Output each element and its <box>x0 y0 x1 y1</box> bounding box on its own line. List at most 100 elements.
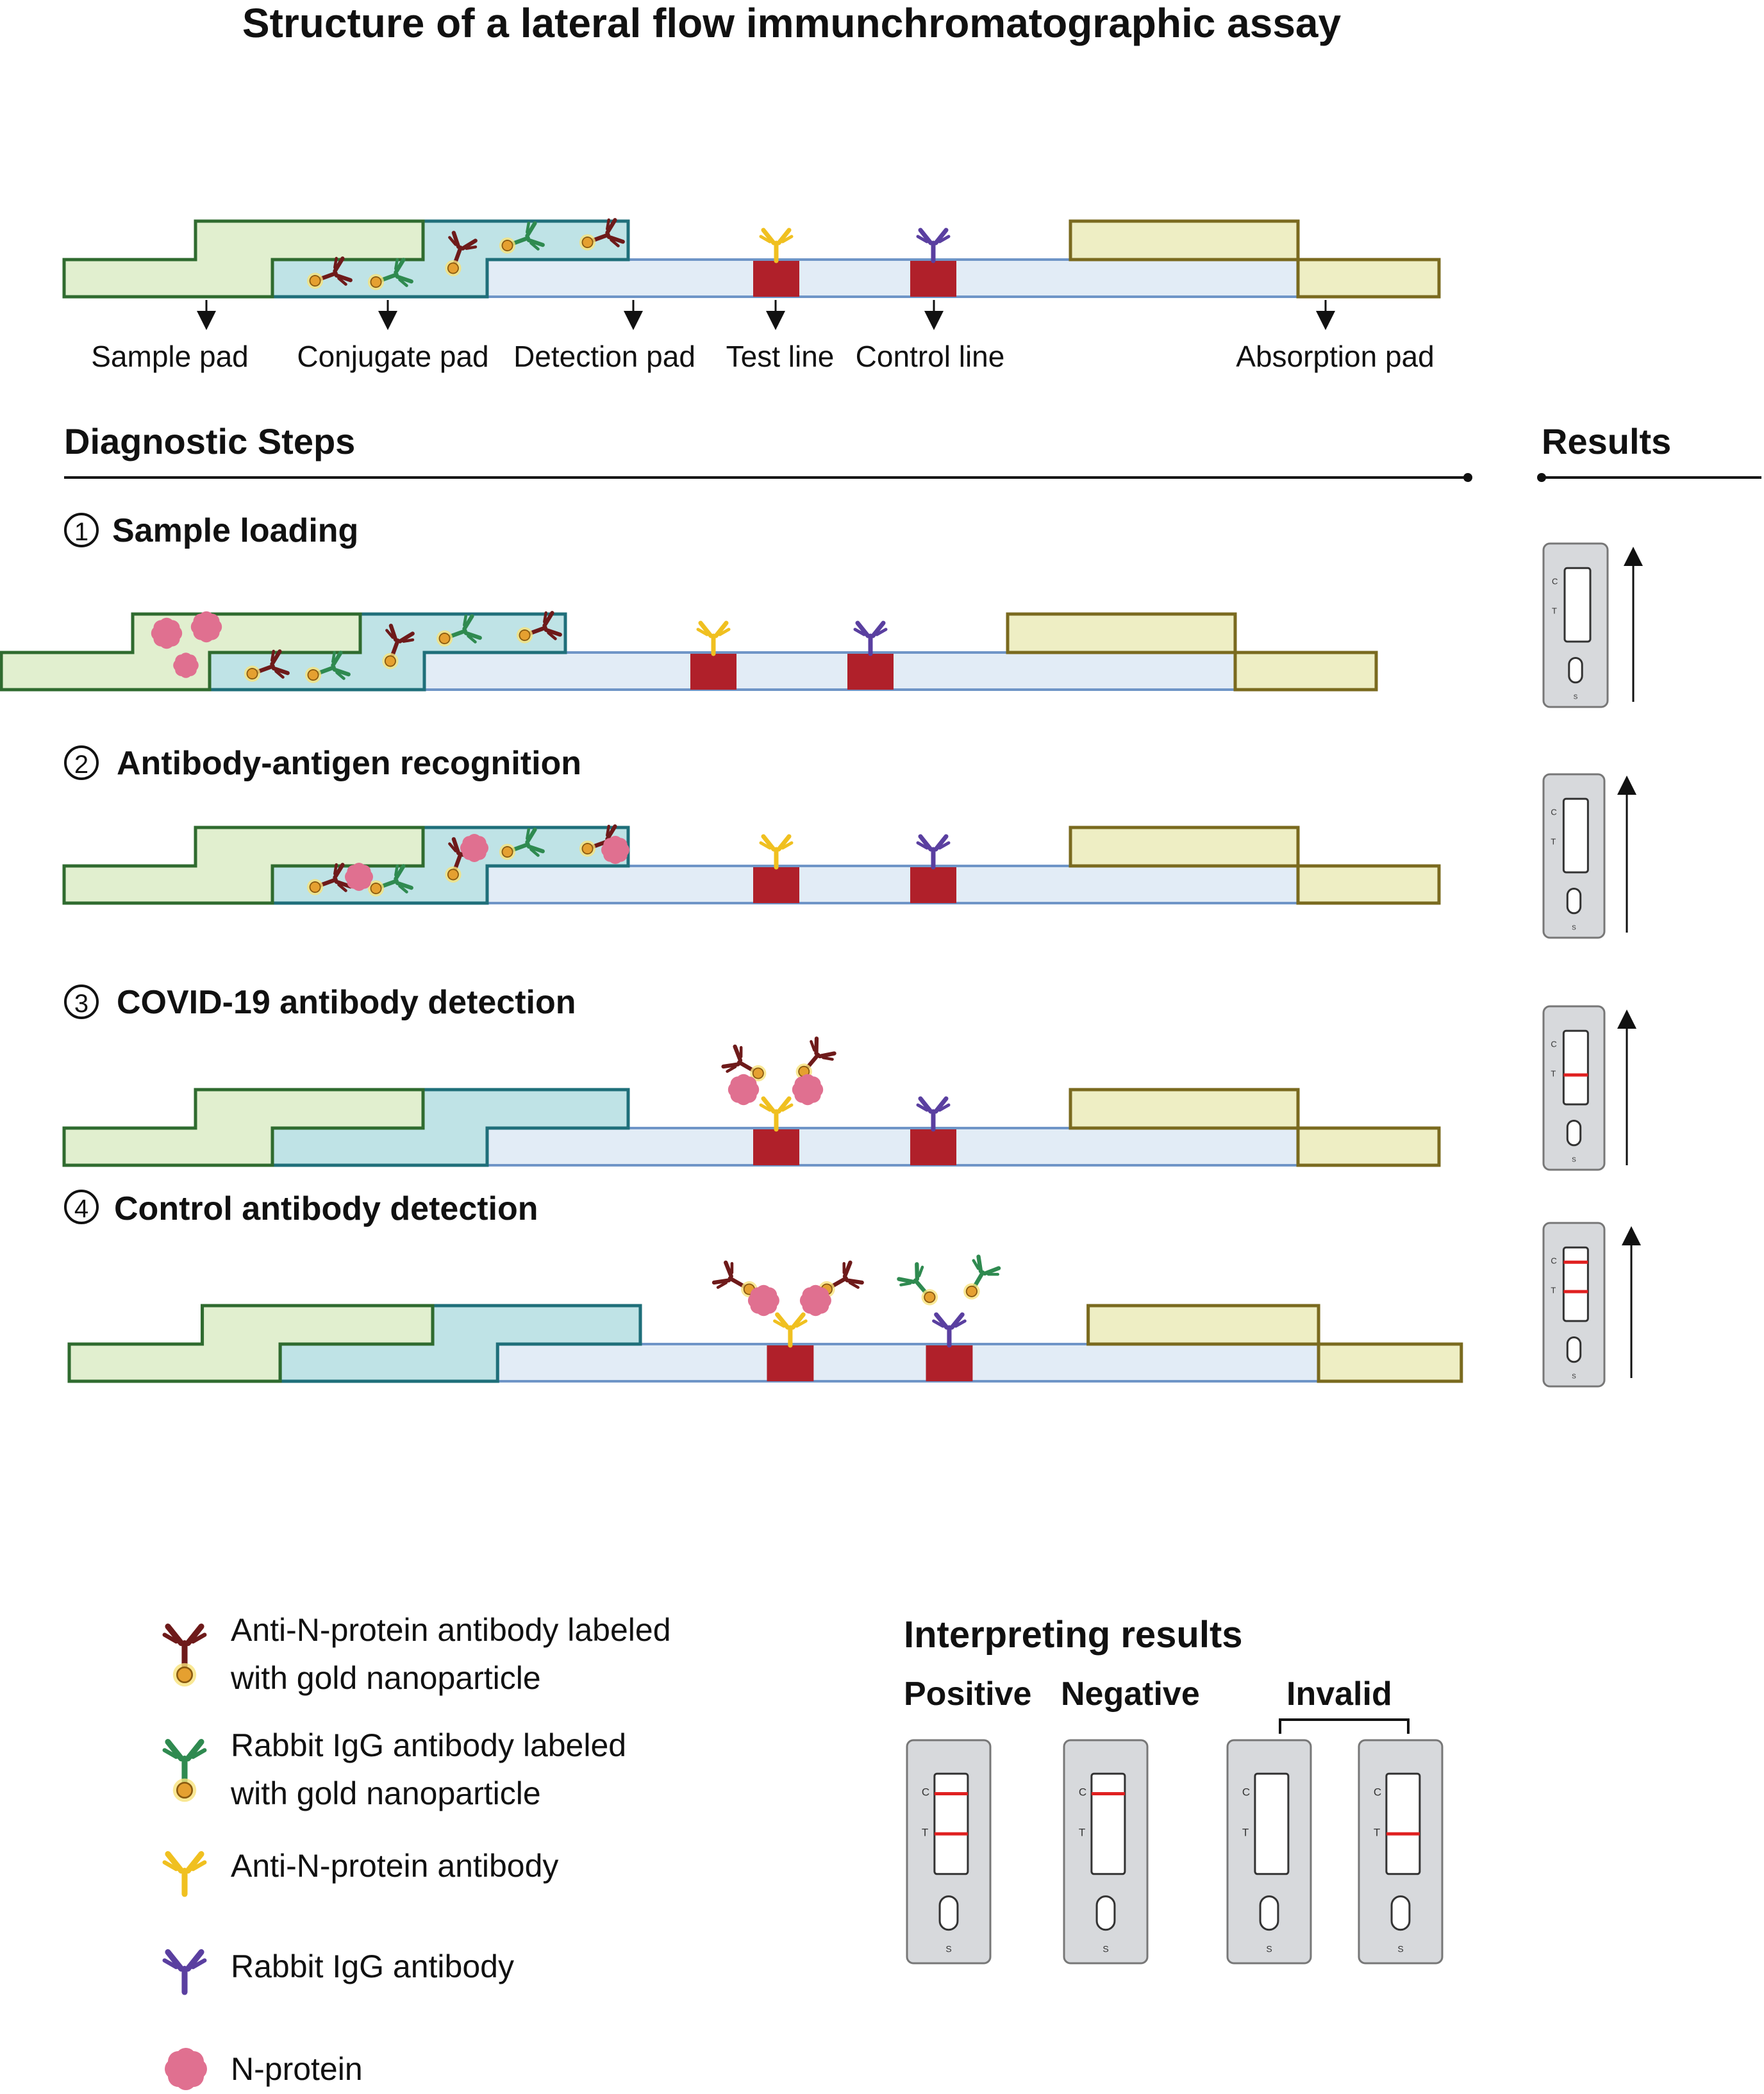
s-mark: S <box>1572 1156 1576 1163</box>
test-line-block <box>690 654 736 690</box>
gold-nanoparticle <box>924 1291 936 1303</box>
gold-labeled-anti-n-antibody-icon <box>162 1624 207 1687</box>
step-label: Control antibody detection <box>114 1190 538 1227</box>
gold-nanoparticle <box>370 883 382 895</box>
n-protein <box>151 617 183 649</box>
n-protein <box>190 611 222 643</box>
s-mark: S <box>1102 1944 1108 1954</box>
gold-nanoparticle <box>501 846 513 858</box>
anti-n-antibody-icon <box>162 1851 207 1897</box>
sample-well <box>1390 1895 1411 1931</box>
anti-n-gold-conjugate <box>445 231 478 277</box>
gold-nanoparticle <box>581 843 594 855</box>
result-cassette-step-4: CTS <box>1542 1222 1606 1388</box>
c-mark: C <box>1551 1256 1556 1265</box>
result-window <box>1562 1246 1589 1322</box>
detection-pad <box>486 1127 1299 1167</box>
anti-n-gold-conjugate <box>516 611 562 644</box>
n-protein <box>345 863 373 891</box>
s-mark: S <box>1572 924 1576 931</box>
t-mark: T <box>1551 1068 1556 1078</box>
diagnostic-steps-heading: Diagnostic Steps <box>64 421 355 461</box>
antibody-body <box>972 1254 1001 1289</box>
c-mark: C <box>1079 1786 1086 1799</box>
anti-n-capture-antibody <box>759 228 794 263</box>
antibody-body <box>448 231 478 265</box>
absorption-pad <box>1069 219 1441 299</box>
rabbit-igg-gold-conjugate <box>436 614 482 647</box>
legend-item-3-label: Anti-N-protein antibody <box>231 1848 558 1884</box>
rabbit-igg-capture-antibody <box>916 228 951 263</box>
step-number: 3 <box>74 990 88 1018</box>
gold-nanoparticle <box>581 237 594 249</box>
t-mark: T <box>922 1826 928 1838</box>
strip-labels: Sample pad Conjugate pad Detection pad T… <box>91 340 1434 373</box>
n-protein <box>728 1074 760 1106</box>
n-protein <box>792 1074 824 1106</box>
sample-well <box>1566 1336 1582 1363</box>
step-number: 1 <box>74 518 88 546</box>
absorption-pad <box>1069 1088 1441 1167</box>
result-cassette-step-1: CTS <box>1542 542 1609 708</box>
result-cassette-step-3: CTS <box>1542 1005 1606 1171</box>
gold-nanoparticle <box>438 633 451 645</box>
results-heading: Results <box>1542 421 1671 461</box>
legend-item-2-line2: with gold nanoparticle <box>230 1775 541 1811</box>
rabbit-igg-capture-antibody <box>853 620 888 656</box>
gold-nanoparticle <box>309 275 321 287</box>
control-line-block <box>847 654 894 690</box>
assay-strips <box>0 218 1463 1383</box>
antibody-body <box>162 1624 207 1670</box>
rabbit-igg-gold-conjugate <box>963 1254 1001 1300</box>
interpreting-results-heading: Interpreting results <box>904 1614 1243 1656</box>
gold-nanoparticle <box>519 629 531 642</box>
anti-n-gold-conjugate <box>795 1036 836 1080</box>
gold-nanoparticle <box>501 240 513 252</box>
legend: Anti-N-protein antibody labeled with gol… <box>230 1612 671 2087</box>
step-label: COVID-19 antibody detection <box>117 984 576 1021</box>
rabbit-igg-gold-conjugate <box>897 1262 938 1306</box>
gold-nanoparticle <box>246 668 258 680</box>
cassette-invalid-1: CTS <box>1226 1739 1312 1965</box>
step-number-badge <box>64 985 99 1019</box>
step-label: Antibody-antigen recognition <box>117 745 581 782</box>
result-window <box>1385 1772 1421 1875</box>
gold-labeled-rabbit-igg-icon <box>162 1739 207 1802</box>
anti-n-capture-antibody <box>759 1096 794 1132</box>
t-mark: T <box>1242 1826 1249 1838</box>
t-mark: T <box>1079 1826 1085 1838</box>
antibody-body <box>711 1260 747 1289</box>
step-label: Sample loading <box>112 512 358 549</box>
strip-step-2 <box>62 824 1441 905</box>
result-window <box>1254 1772 1290 1875</box>
antibody-body <box>590 218 625 247</box>
anti-n-gold-conjugate <box>306 256 353 289</box>
label-test-line: Test line <box>726 340 835 373</box>
anti-n-capture-antibody <box>696 620 731 656</box>
step-number-badge <box>64 513 99 547</box>
anti-n-gold-conjugate <box>721 1044 767 1082</box>
label-control-line: Control line <box>856 340 1005 373</box>
rabbit-igg-antibody-icon <box>162 1949 207 1995</box>
negative-label: Negative <box>1061 1675 1200 1713</box>
antibody-body <box>829 1260 864 1289</box>
sample-pad <box>62 826 425 905</box>
steps-divider-end <box>1463 473 1472 482</box>
rabbit-igg-gold-conjugate <box>499 221 545 254</box>
s-mark: S <box>1574 694 1578 701</box>
t-mark: T <box>1551 836 1556 846</box>
legend-icons <box>162 1624 207 2090</box>
rabbit-igg-capture-antibody <box>932 1312 967 1348</box>
gold-nanoparticle <box>752 1067 764 1079</box>
antibody-body <box>318 256 353 286</box>
gold-nanoparticle <box>965 1285 978 1297</box>
anti-n-gold-conjugate <box>306 863 353 895</box>
step-4-heading: 4 Control antibody detection <box>64 1190 538 1227</box>
sample-well <box>938 1895 959 1931</box>
positive-label: Positive <box>904 1675 1031 1713</box>
result-cassette-step-2: CTS <box>1542 773 1606 939</box>
control-line-block <box>910 867 956 903</box>
sample-pad <box>62 219 425 299</box>
antibody-body <box>316 651 351 680</box>
